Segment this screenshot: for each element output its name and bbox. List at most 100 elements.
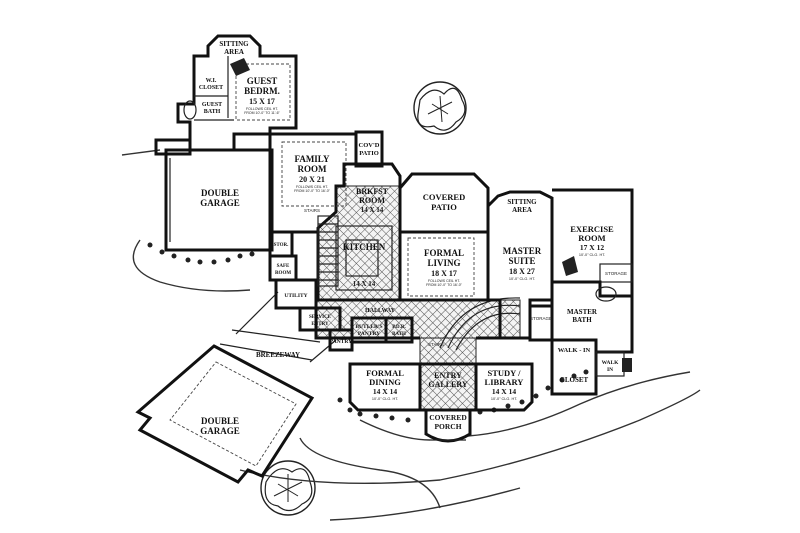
driveway-curve <box>132 239 251 292</box>
driveway-curve <box>329 487 521 521</box>
bottom-garage <box>135 344 315 484</box>
pdr-room <box>384 316 414 344</box>
living-ceiling-outline <box>407 237 475 297</box>
formal-living-size: 18 X 17 <box>431 269 457 278</box>
exercise-room-note: 10'-0" CLG. HT. <box>579 253 605 257</box>
stairs-label: STAIRS <box>428 342 444 347</box>
hallway-label: HALLWAY <box>365 308 396 314</box>
top-garage-walls <box>164 148 274 252</box>
study-library-label: LIBRARY <box>485 377 524 387</box>
covered-patio-label: COVERED <box>423 192 466 202</box>
kitchen-counter <box>335 225 393 291</box>
breakfast-room-size: 14 X 14 <box>361 206 384 214</box>
walk-in-shower-label: IN <box>607 367 613 373</box>
family-stairs <box>317 215 339 287</box>
utility-room <box>274 278 318 310</box>
hallway-tile <box>315 299 521 365</box>
breezeway-line <box>309 339 337 363</box>
pdr-label: P.D.R. <box>392 325 406 330</box>
covered-porch-label: PORCH <box>434 422 461 431</box>
master-storage <box>528 304 554 342</box>
utility-label: UTILITY <box>284 293 307 299</box>
covered-patio-label: PATIO <box>431 202 457 212</box>
family-ceiling-outline <box>281 141 347 207</box>
master-bath-label: MASTER <box>567 308 598 316</box>
pdr-label: BATH <box>392 332 406 337</box>
study-library-size: 14 X 14 <box>492 387 516 396</box>
covd-patio-walls <box>354 130 384 168</box>
study-library-label: STUDY / <box>488 368 522 378</box>
guest-bedroom-note: FOLLOWS CEIL HT. <box>246 107 278 111</box>
pantry-label: PANTRY <box>330 339 352 345</box>
guest-bedroom-label: GUEST <box>247 76 278 86</box>
kitchen-island <box>345 239 379 277</box>
double-garage-label: DOUBLE <box>201 416 239 426</box>
kitchen-size: 14 X 14 <box>353 280 376 288</box>
breezeway-line <box>235 291 279 335</box>
sitting-area-label: AREA <box>224 48 244 56</box>
curved-stairs-edge <box>455 312 521 351</box>
service-entry <box>298 306 342 332</box>
sitting-area-label: SITTING <box>219 40 249 48</box>
formal-living-note: FOLLOWS CEIL HT. <box>428 279 460 283</box>
guest-bath-label: GUEST <box>202 102 222 108</box>
formal-dining-note: 10'-0" CLG. HT. <box>372 397 398 401</box>
guest-bedroom-size: 15 X 17 <box>249 97 275 106</box>
tree-icon <box>260 460 316 516</box>
sitting-area-label: AREA <box>512 206 532 214</box>
double-garage-label: GARAGE <box>200 198 240 208</box>
driveway-curve <box>467 371 691 437</box>
tree-icon <box>413 81 467 135</box>
bottom-garage-inner <box>169 361 297 467</box>
exercise-room-size: 17 X 12 <box>580 243 604 252</box>
guest-bath-label: BATH <box>204 109 221 115</box>
study-library-note: 10'-0" CLG. HT. <box>491 397 517 401</box>
curved-stairs <box>447 304 521 349</box>
closet-label: CLOSET <box>560 376 589 384</box>
master-suite-label: SUITE <box>508 256 535 266</box>
storage-label: STORAGE <box>530 316 552 321</box>
driveway-curve <box>359 419 431 441</box>
master-suite-size: 18 X 27 <box>509 267 535 276</box>
kitchen-label: KITCHEN <box>343 242 386 252</box>
stor-label: STOR. <box>274 243 290 248</box>
entry-gallery-label: GALLERY <box>428 380 468 389</box>
breezeway-label: BREEZEWAY <box>256 351 300 359</box>
storage-label: STORAGE <box>605 271 627 276</box>
breakfast-room-label: ROOM <box>359 196 385 205</box>
covd-patio-label: PATIO <box>359 150 379 157</box>
guest-bedroom-label: BEDRM. <box>244 86 280 96</box>
driveway-curve <box>121 149 161 156</box>
breezeway-line <box>219 343 313 361</box>
driveway-curve <box>239 389 701 485</box>
butlers-pantry-label: BUTLER'S <box>355 324 382 330</box>
top-garage <box>154 138 274 252</box>
exercise-storage <box>599 263 633 283</box>
exercise-room-label: EXERCISE <box>570 224 614 234</box>
walk-in-closet-walls <box>550 338 598 396</box>
formal-living-label: FORMAL <box>424 248 464 258</box>
study-library-walls <box>474 362 534 412</box>
double-garage-label: DOUBLE <box>201 188 239 198</box>
service-entry-label: SERVICE <box>309 315 332 320</box>
family-room-label: ROOM <box>298 164 328 174</box>
family-room-label: FAMILY <box>294 154 330 164</box>
master-suite-walls <box>486 190 554 340</box>
covered-porch-label: COVERED <box>429 413 467 422</box>
family-room-size: 20 X 21 <box>299 175 325 184</box>
curved-stairs-edge <box>439 297 521 349</box>
top-garage-side <box>154 138 192 156</box>
entry-gallery-label: ENTRY <box>434 371 462 380</box>
butlers-pantry-label: PANTRY <box>358 331 380 337</box>
master-bath-label: BATH <box>572 316 592 324</box>
family-room-note: FROM 10'-0" TO 16'-0" <box>294 189 331 193</box>
formal-living-label: LIVING <box>427 258 460 268</box>
safe-room-label: SAFE <box>277 264 290 269</box>
guest-fireplace <box>230 58 250 76</box>
wi-closet-label: W.I. <box>206 78 217 84</box>
breezeway-line <box>231 329 321 343</box>
service-entry-label: ENTRY <box>311 322 329 327</box>
formal-living-note: FROM 10'-0" TO 16'-0" <box>426 283 463 287</box>
master-fixture <box>622 358 632 372</box>
guest-bedroom-note: FROM 10'-0" TO 11'-6" <box>244 111 280 115</box>
